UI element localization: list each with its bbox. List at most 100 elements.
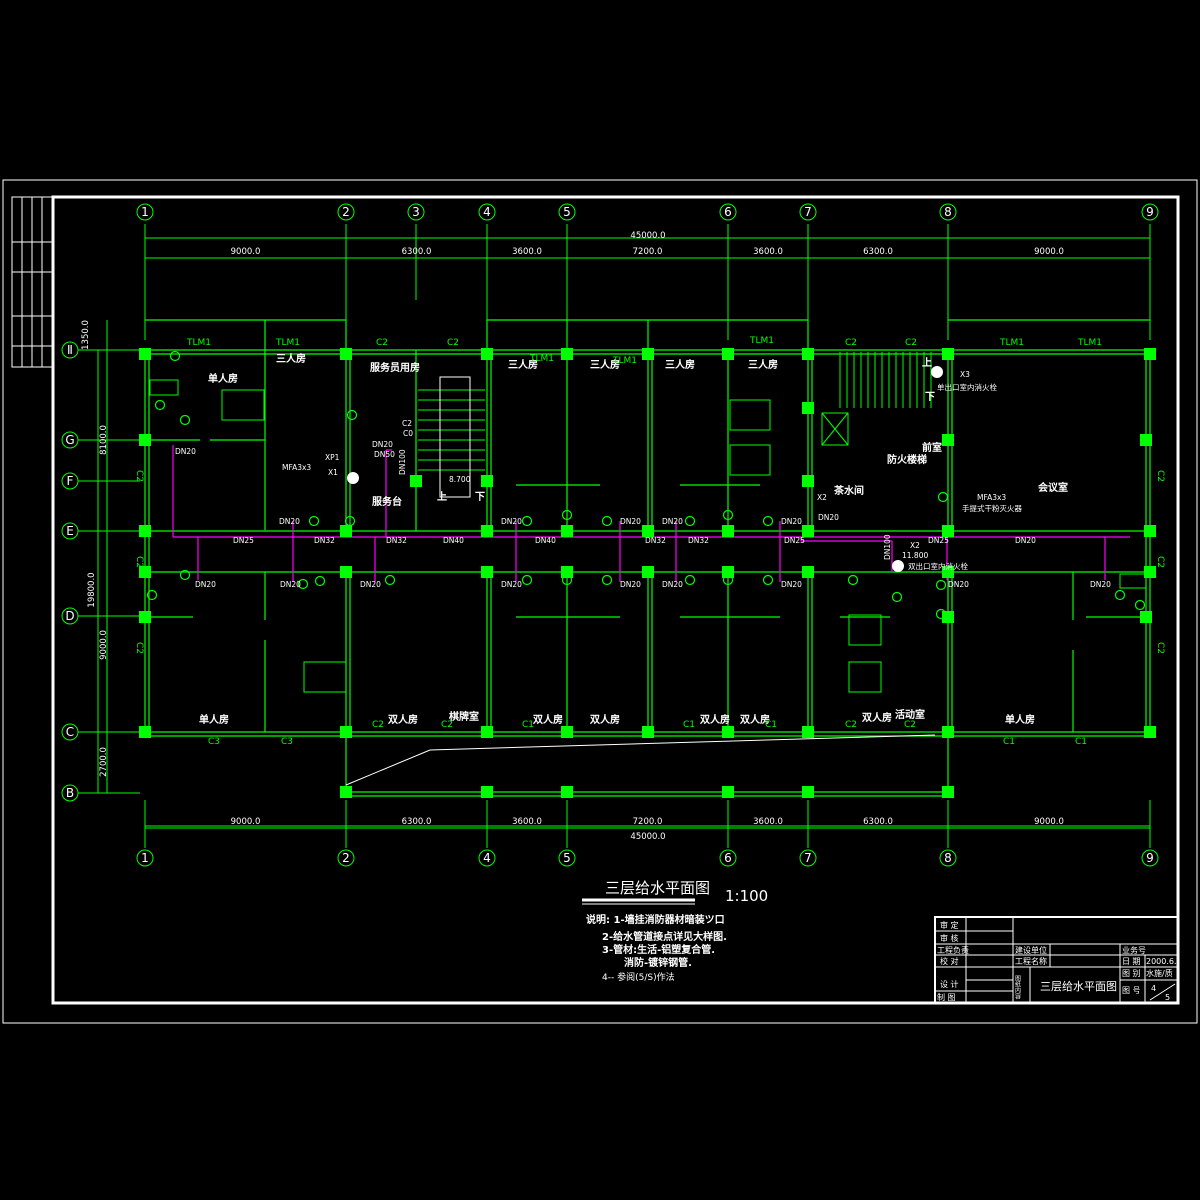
tb-client: 建设单位 xyxy=(1015,945,1047,955)
axis-bubble xyxy=(61,341,79,359)
axis-bubble xyxy=(799,203,817,221)
tb-draw: 制 图 xyxy=(937,992,956,1002)
room-label: 上 xyxy=(437,490,447,503)
window-label: TLM1 xyxy=(186,338,211,348)
pipe-size-label: DN20 xyxy=(372,440,393,449)
pipe-size-label: DN20 xyxy=(662,517,683,526)
room-label: 茶水间 xyxy=(833,484,864,497)
bed xyxy=(729,444,771,476)
sanitary-fixture-icon xyxy=(935,579,947,591)
pipe-size-label: DN20 xyxy=(280,580,301,589)
elevator-shaft xyxy=(821,412,849,446)
axis-label-top: 1 xyxy=(141,205,149,219)
axis-bubble xyxy=(799,849,817,867)
column xyxy=(1144,566,1156,578)
annotation-label: 单出口室内消火栓 xyxy=(937,382,997,392)
column xyxy=(139,525,151,537)
window-label: C2 xyxy=(441,720,453,730)
annotation-label: X2 xyxy=(817,493,827,502)
sanitary-fixture-icon xyxy=(521,515,533,527)
room-label: 三人房 xyxy=(590,358,620,371)
tb-date: 2000.6. xyxy=(1146,957,1177,966)
axis-label-top: 5 xyxy=(563,205,571,219)
sanitary-fixture-icon xyxy=(1134,599,1146,611)
dimension-vertical: 2700.0 xyxy=(99,747,109,777)
window-label: TLM1 xyxy=(275,338,300,348)
bed xyxy=(221,389,265,421)
room-label: 防火楼梯 xyxy=(887,453,927,466)
annotation-label: C2 xyxy=(402,419,412,428)
axis-label-row: G xyxy=(65,433,74,447)
pipe-size-label: DN20 xyxy=(1090,580,1111,589)
window-label: C1 xyxy=(522,720,534,730)
axis-bubble xyxy=(136,203,154,221)
sanitary-fixture-icon xyxy=(521,574,533,586)
sanitary-fixture-icon xyxy=(684,515,696,527)
walls xyxy=(144,319,1151,797)
note-3: 3-管材:生活-铝塑复合管. xyxy=(602,943,715,956)
window-label: TLM1 xyxy=(999,338,1024,348)
window-label: TLM1 xyxy=(529,354,554,364)
pipe-size-label: DN20 xyxy=(620,580,641,589)
pipe-size-label: DN20 xyxy=(662,580,683,589)
sanitary-fixture-icon xyxy=(891,591,903,603)
tb-content: 三层给水平面图 xyxy=(1040,980,1117,993)
tb-project-name: 工程名称 xyxy=(1015,956,1047,966)
dimension-top: 7200.0 xyxy=(633,247,663,257)
canopy-line xyxy=(429,734,936,751)
column xyxy=(722,786,734,798)
dimension-vertical: 8100.0 xyxy=(99,425,109,455)
structural-columns xyxy=(139,348,1156,798)
axis-bubble xyxy=(61,607,79,625)
dimension-top: 9000.0 xyxy=(1034,247,1064,257)
dimension-top: 3600.0 xyxy=(512,247,542,257)
column xyxy=(802,348,814,360)
axis-bubble xyxy=(61,723,79,741)
pipe-size-label: DN25 xyxy=(784,536,805,545)
tb-sheet-total: 5 xyxy=(1165,993,1170,1002)
pipe-size-label: DN32 xyxy=(688,536,709,545)
axis-label-bottom: 2 xyxy=(342,851,350,865)
column xyxy=(139,434,151,446)
window-label: C2 xyxy=(905,338,917,348)
note-5: 4-- 参阅(5/S)作法 xyxy=(602,971,675,983)
column xyxy=(1144,525,1156,537)
annotation-label: 8.700 xyxy=(449,475,471,484)
bed xyxy=(848,661,882,693)
column xyxy=(481,566,493,578)
axis-label-row: C xyxy=(66,725,74,739)
pipe-size-label: DN20 xyxy=(279,517,300,526)
column xyxy=(481,726,493,738)
axis-label-row: B xyxy=(66,786,74,800)
axis-label-row: D xyxy=(65,609,74,623)
column xyxy=(561,726,573,738)
dimension-bottom: 9000.0 xyxy=(231,817,261,827)
column xyxy=(410,475,422,487)
window-label: C2 xyxy=(134,556,144,568)
sanitary-fixture-icon xyxy=(561,509,573,521)
dimension-top: 6300.0 xyxy=(863,247,893,257)
sanitary-fixture-icon xyxy=(762,515,774,527)
tb-category: 水施/质 xyxy=(1146,968,1173,978)
annotation-label: 手提式干粉灭火器 xyxy=(962,503,1022,513)
dimension-bottom: 6300.0 xyxy=(402,817,432,827)
sanitary-fixture-icon xyxy=(722,509,734,521)
pipe-size-label: DN20 xyxy=(620,517,641,526)
room-label: 三人房 xyxy=(665,358,695,371)
annotation-label: X1 xyxy=(328,468,338,477)
axis-label-top: 3 xyxy=(412,205,420,219)
pipe-size-label: DN100 xyxy=(398,449,407,475)
dimension-top: 6300.0 xyxy=(402,247,432,257)
annotation-label: MFA3x3 xyxy=(977,493,1006,502)
sanitary-fixture-icon xyxy=(1114,589,1126,601)
room-label: 棋牌室 xyxy=(448,710,479,723)
column xyxy=(802,475,814,487)
sanitary-fixture-icon xyxy=(601,574,613,586)
column xyxy=(1140,434,1152,446)
canopy-line xyxy=(345,749,431,786)
column xyxy=(340,525,352,537)
window-label: TLM1 xyxy=(1077,338,1102,348)
tb-sheet-label: 图 号 xyxy=(1122,986,1141,995)
window-label: C3 xyxy=(208,737,220,747)
